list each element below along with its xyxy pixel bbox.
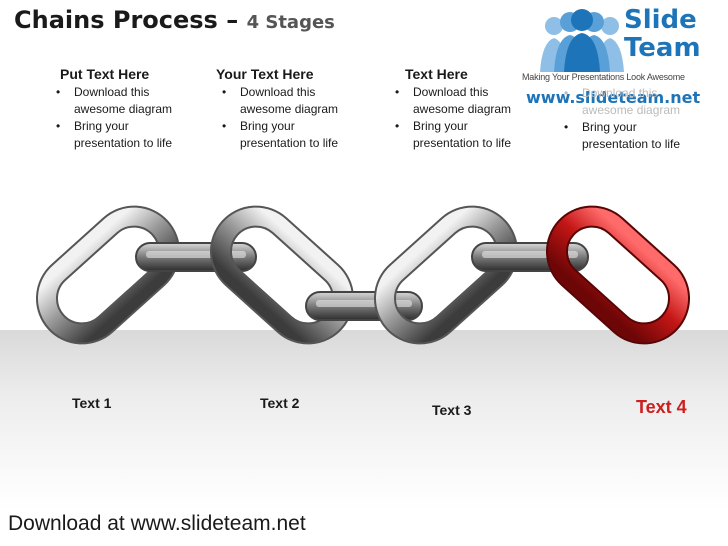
column-heading: Your Text Here xyxy=(216,66,314,82)
bullet-item: Download this awesome diagram xyxy=(395,84,575,118)
title-separator: – xyxy=(217,6,247,34)
title-main: Chains Process xyxy=(14,6,218,34)
bullet-item: Bring your presentation to life xyxy=(564,119,726,153)
text-column-3: Text Here Download this awesome diagram … xyxy=(395,66,575,152)
bullet-item: Bring your presentation to life xyxy=(222,118,386,152)
stage-label-3: Text 3 xyxy=(432,402,472,418)
stage-label-2: Text 2 xyxy=(260,395,300,411)
reflection-floor xyxy=(0,330,728,510)
logo-tagline: Making Your Presentations Look Awesome xyxy=(522,72,685,82)
footer-download-text: Download at www.slideteam.net xyxy=(8,512,306,535)
column-heading: Put Text Here xyxy=(60,66,150,82)
text-column-1: Put Text Here Download this awesome diag… xyxy=(56,66,230,152)
bullet-item: Bring your presentation to life xyxy=(56,118,230,152)
column-heading: Text Here xyxy=(405,66,468,82)
bullet-item: Bring your presentation to life xyxy=(395,118,575,152)
stage-label-1: Text 1 xyxy=(72,395,112,411)
people-group-icon xyxy=(540,9,624,72)
bullet-item: Download this awesome diagram xyxy=(222,84,386,118)
slide-title: Chains Process – 4 Stages xyxy=(14,6,335,34)
text-column-4: Download this awesome diagram Bring your… xyxy=(556,83,726,153)
chain-link-1 xyxy=(35,205,181,345)
text-column-2: Your Text Here Download this awesome dia… xyxy=(216,66,386,152)
logo-name: Slide Team xyxy=(624,5,701,63)
chain-link-7-red xyxy=(545,205,691,345)
chain-link-2 xyxy=(135,242,257,272)
stage-label-4: Text 4 xyxy=(636,397,687,417)
chain-link-3 xyxy=(209,205,355,345)
bullet-item: Download this awesome diagram xyxy=(564,85,726,119)
chain-link-4 xyxy=(305,291,423,321)
title-subtitle: 4 Stages xyxy=(246,12,335,33)
bullet-item: Download this awesome diagram xyxy=(56,84,230,118)
chain-link-5 xyxy=(373,205,519,345)
chain-diagram xyxy=(35,205,691,345)
